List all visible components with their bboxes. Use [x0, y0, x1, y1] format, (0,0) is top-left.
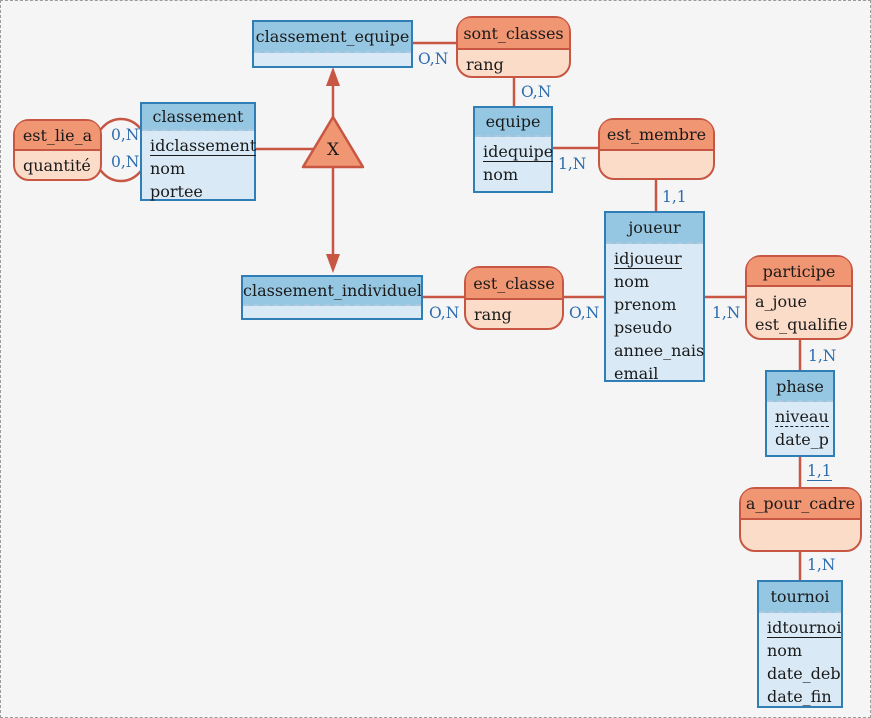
entity-tournoi: tournoi idtournoi nom date_deb date_fin: [757, 580, 843, 708]
entity-attributes: idtournoi nom date_deb date_fin: [759, 613, 842, 708]
attribute: date_fin: [767, 687, 832, 706]
entity-attributes: idclassement nom portee: [142, 131, 257, 203]
entity-title: joueur: [606, 213, 703, 244]
attribute: est_qualifie: [755, 315, 848, 334]
cardinality-est-classe-joueur: O,N: [569, 304, 600, 322]
relationship-title: est_lie_a: [15, 121, 100, 151]
constraint-x-triangle: [301, 115, 365, 169]
attribute: portee: [150, 182, 203, 201]
entity-phase: phase niveau date_p: [765, 370, 835, 457]
entity-equipe: equipe idequipe nom: [473, 106, 554, 193]
relationship-participe: participe a_joue est_qualifie: [745, 255, 853, 340]
attribute: annee_nais: [614, 341, 705, 360]
cardinality-est-lie-a-classement-2: 0,N: [111, 153, 140, 171]
entity-classement-equipe: classement_equipe: [252, 20, 413, 68]
cardinality-joueur-participe: 1,N: [712, 304, 741, 322]
relationship-title: sont_classes: [458, 18, 569, 50]
cardinality-classement-individuel-est-classe: O,N: [429, 304, 460, 322]
attribute: nom: [483, 165, 519, 184]
attribute: nom: [150, 159, 186, 178]
entity-title: phase: [767, 372, 833, 402]
relationship-attributes: rang: [466, 300, 562, 326]
cardinality-classement-equipe-sont-classes: O,N: [418, 50, 449, 68]
attribute: rang: [466, 55, 504, 74]
arrowhead-down: [326, 254, 340, 273]
entity-title: equipe: [475, 108, 551, 137]
cardinality-sont-classes-equipe: O,N: [521, 83, 552, 101]
entity-attributes: [254, 53, 411, 56]
attribute: idequipe: [483, 142, 554, 162]
relationship-title: est_classe: [466, 268, 562, 300]
arrowhead-up: [326, 67, 340, 86]
relationship-est-classe: est_classe rang: [464, 266, 564, 330]
attribute: idjoueur: [614, 249, 682, 269]
entity-title: classement_individuel: [243, 277, 421, 306]
entity-attributes: idequipe nom: [475, 137, 554, 186]
relationship-title: participe: [747, 257, 851, 287]
relationship-sont-classes: sont_classes rang: [456, 16, 571, 78]
entity-title: classement_equipe: [254, 22, 411, 53]
cardinality-phase-a-pour-cadre: 1,1: [807, 462, 832, 481]
cardinality-est-lie-a-classement-1: 0,N: [111, 126, 140, 144]
cardinality-equipe-est-membre: 1,N: [558, 155, 587, 173]
attribute: rang: [474, 305, 512, 324]
attribute: date_p: [775, 430, 829, 449]
entity-joueur: joueur idjoueur nom prenom pseudo annee_nais…: [604, 211, 705, 385]
relationship-attributes: [600, 151, 713, 154]
entity-classement-individuel: classement_individuel: [241, 275, 423, 320]
attribute: pseudo: [614, 318, 673, 337]
attribute: nom: [614, 272, 650, 291]
attribute: email: [614, 364, 659, 383]
entity-attributes: niveau date_p: [767, 402, 833, 451]
attribute: idclassement: [150, 136, 257, 156]
relationship-attributes: rang: [458, 50, 569, 76]
attribute: a_joue: [755, 292, 807, 311]
attribute: quantité: [23, 156, 91, 175]
attribute: date_deb: [767, 664, 841, 683]
relationship-title: est_membre: [600, 120, 713, 151]
relationship-a-pour-cadre: a_pour_cadre: [739, 487, 862, 552]
cardinality-participe-phase: 1,N: [808, 347, 837, 365]
entity-title: tournoi: [759, 582, 841, 613]
attribute: idtournoi: [767, 618, 842, 638]
entity-title: classement: [142, 104, 254, 131]
relationship-title: a_pour_cadre: [741, 489, 860, 520]
relationship-est-lie-a: est_lie_a quantité: [13, 119, 102, 181]
attribute: prenom: [614, 295, 677, 314]
cardinality-est-membre-joueur: 1,1: [662, 188, 687, 206]
cardinality-a-pour-cadre-tournoi: 1,N: [807, 556, 836, 574]
entity-classement: classement idclassement nom portee: [140, 102, 257, 203]
relationship-attributes: a_joue est_qualifie: [747, 287, 851, 336]
attribute: nom: [767, 641, 803, 660]
constraint-x-label: X: [327, 140, 340, 160]
relationship-attributes: [741, 520, 860, 523]
relationship-est-membre: est_membre: [598, 118, 715, 180]
relationship-attributes: quantité: [15, 151, 100, 177]
entity-attributes: [243, 306, 421, 309]
attribute: niveau: [775, 407, 829, 427]
